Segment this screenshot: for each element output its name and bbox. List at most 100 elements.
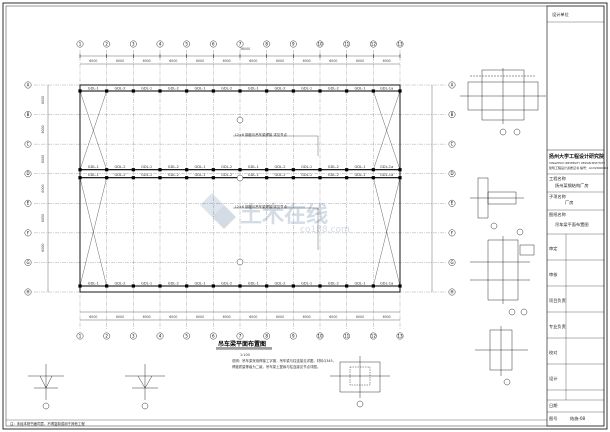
beam-label: GDL-2 [221, 165, 232, 169]
beam-label: GDL-2 [274, 87, 285, 91]
tb-date-label: 日期 [549, 403, 557, 409]
column-mark [131, 284, 135, 288]
beam-label: GDL-1a [380, 165, 393, 169]
axis-bubble-A: A [27, 82, 30, 87]
axis-bubble-C: C [451, 142, 454, 147]
detail-6 [28, 364, 64, 410]
column-mark [265, 284, 269, 288]
beam-label: GDL-1 [88, 87, 99, 91]
column-mark [78, 168, 82, 172]
detail-1 [460, 68, 546, 136]
detail-5 [330, 356, 390, 408]
span-dimension: 6000 [41, 125, 45, 133]
column-mark [238, 284, 242, 288]
section-marker [236, 174, 244, 182]
beam-label: GDL-1 [248, 165, 259, 169]
column-mark [318, 89, 322, 93]
column-mark [291, 89, 295, 93]
detail-4 [475, 326, 528, 386]
column-mark [211, 284, 215, 288]
column-mark [185, 284, 189, 288]
watermark-logo-icon [200, 193, 236, 229]
beam-label: GDL-1 [301, 173, 312, 177]
beam-label: GDL-2 [114, 87, 125, 91]
beam-label: GDL-2 [114, 282, 125, 286]
tb-row-label: 专业负责 [549, 323, 566, 330]
detail-3 [470, 228, 535, 316]
axis-bubble-7: 7 [239, 41, 242, 46]
column-mark [345, 89, 349, 93]
beam-label: GDL-2 [168, 173, 179, 177]
bay-dimension: 6000 [356, 59, 364, 63]
axis-bubble-6: 6 [212, 41, 215, 46]
beam-label: GDL-1 [354, 282, 365, 286]
tb-row-label: 校对 [549, 349, 557, 356]
column-mark [265, 89, 269, 93]
axis-bubble-9: 9 [292, 333, 295, 338]
axis-bubble-4: 4 [159, 41, 162, 46]
watermark-text: 土木在线 [240, 202, 328, 228]
axis-bubble-1: 1 [79, 333, 82, 338]
bay-dimension: 6000 [169, 59, 177, 63]
beam-label: GDL-2 [274, 282, 285, 286]
column-mark [265, 176, 269, 180]
bay-dimension: 6000 [383, 59, 391, 63]
axis-bubble-5: 5 [185, 41, 188, 46]
plan-title: 吊车梁平面布置图 [218, 340, 266, 348]
tb-header: 设计单位 [552, 11, 569, 18]
annotation-1: L2×6 钢板与吊车梁焊接 详见节点 [235, 132, 287, 137]
column-mark [158, 168, 162, 172]
bay-dimension-bottom: 6000 [383, 315, 391, 319]
section-marker [236, 258, 244, 266]
beam-label: GDL-1 [301, 87, 312, 91]
beam-label: GDL-2 [221, 282, 232, 286]
beam-label: GDL-2 [328, 282, 339, 286]
axis-bubble-D: D [26, 171, 29, 176]
beam-label: GDL-1 [354, 87, 365, 91]
bay-dimension: 6000 [89, 59, 97, 63]
bay-dimension-bottom: 6000 [356, 315, 364, 319]
column-mark [345, 168, 349, 172]
axis-bubble-H: H [450, 289, 453, 294]
tb-row-label: 审定 [549, 245, 557, 252]
beam-label: GDL-1 [354, 173, 365, 177]
axis-bubble-13: 13 [397, 41, 403, 46]
tb-drawing-name: 吊车梁平面布置图 [555, 221, 589, 228]
column-mark [185, 89, 189, 93]
column-mark [291, 176, 295, 180]
span-dimension: 6000 [41, 184, 45, 192]
beam-label: GDL-1 [88, 165, 99, 169]
axis-bubble-F: F [27, 230, 30, 235]
beam-label: GDL-1 [141, 282, 152, 286]
plan-note-line2: 焊缝质量等级为二级，吊车梁上翼缘与柱连接见节点详图。 [232, 364, 320, 369]
beam-label: GDL-1 [141, 165, 152, 169]
column-mark [185, 176, 189, 180]
axis-bubble-9: 9 [292, 41, 295, 46]
beam-label: GDL-1 [248, 87, 259, 91]
axis-bubble-12: 12 [371, 41, 377, 46]
column-mark [318, 284, 322, 288]
axis-bubble-G: G [26, 260, 29, 265]
column-mark [131, 168, 135, 172]
beam-label: GDL-1 [301, 282, 312, 286]
beam-label: GDL-1 [354, 165, 365, 169]
axis-bubble-E: E [451, 201, 454, 206]
beam-label: GDL-1a [380, 173, 393, 177]
bay-dimension: 6000 [143, 59, 151, 63]
column-mark [345, 176, 349, 180]
axis-bubble-10: 10 [317, 41, 323, 46]
beam-label: GDL-1 [248, 173, 259, 177]
axis-bubble-3: 3 [132, 333, 135, 338]
beam-label: GDL-1 [194, 165, 205, 169]
tb-sheet-no: 结施-08 [570, 415, 586, 422]
column-mark [211, 89, 215, 93]
tb-project: 扬州某钢结构厂房 [555, 182, 589, 189]
beam-label: GDL-1 [141, 87, 152, 91]
beam-label: GDL-1 [141, 173, 152, 177]
column-mark [158, 284, 162, 288]
beam-label: GDL-2 [168, 165, 179, 169]
detail-2 [470, 177, 524, 230]
column-mark [105, 168, 109, 172]
axis-bubble-E: E [27, 201, 30, 206]
